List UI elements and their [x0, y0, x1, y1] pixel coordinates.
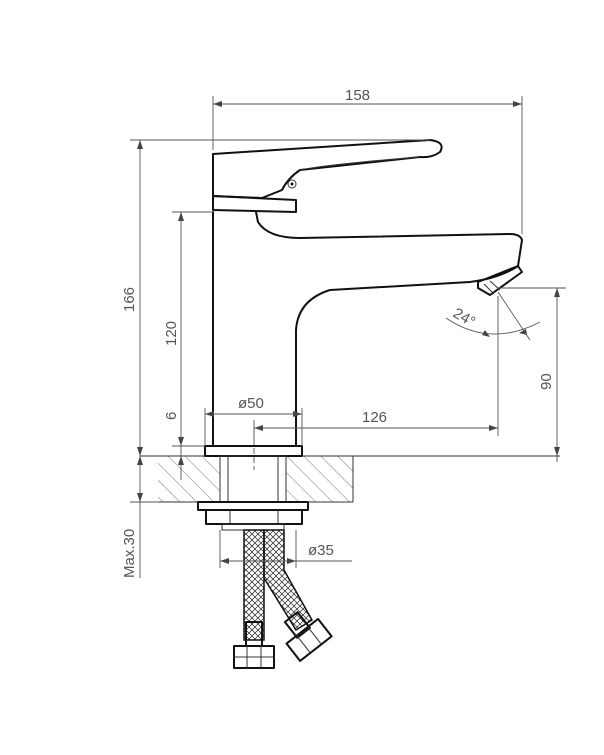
handle-lever: [212, 139, 443, 199]
label-overall-height: 166: [121, 287, 138, 312]
label-spout-height: 90: [538, 373, 555, 390]
hose-nut-straight: [233, 621, 275, 669]
mounting-hardware: [197, 455, 309, 531]
cartridge-block: [212, 195, 297, 213]
label-base-diameter: ø50: [238, 395, 264, 412]
countertop-section: [140, 455, 560, 503]
lock-nut: [205, 509, 303, 525]
supply-hoses: [233, 529, 333, 669]
faucet-body: [204, 139, 523, 457]
label-reach: 126: [362, 409, 387, 426]
aerator: [477, 265, 523, 296]
label-body-height: 120: [163, 321, 180, 346]
label-spout-angle: 24°: [450, 305, 478, 331]
hose-nut-angled: [283, 611, 333, 662]
label-max-thickness: Max.30: [121, 529, 138, 578]
washer: [197, 501, 309, 511]
dimension-labels: 158 166 120 6 ø50 126 90 24° Max.30 ø35: [121, 87, 555, 578]
label-overall-width: 158: [345, 87, 370, 104]
label-base-height: 6: [163, 412, 180, 420]
label-hose-diameter: ø35: [308, 542, 334, 559]
braided-hose-straight: [243, 529, 265, 641]
dimension-lines: [130, 96, 566, 578]
base-flange: [204, 445, 303, 457]
braided-hose-angled: [263, 529, 314, 632]
